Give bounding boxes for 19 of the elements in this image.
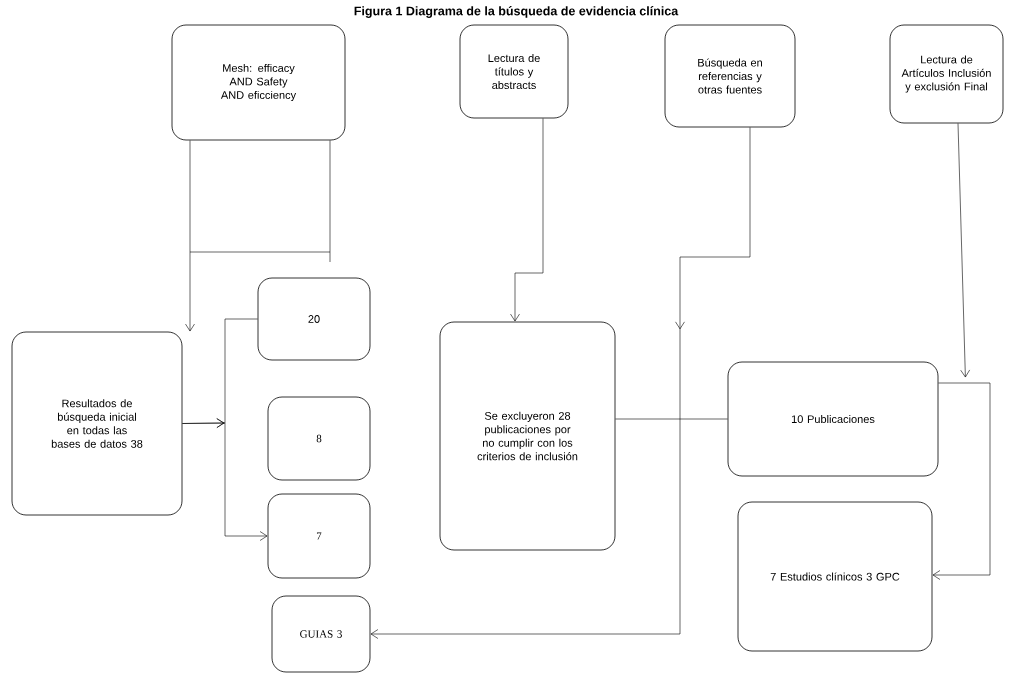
arrow	[370, 127, 751, 639]
process-box: Resultados de búsqueda inicial en todas las bases de datos 38	[11, 331, 183, 516]
process-box: 20	[257, 277, 371, 361]
process-box: Búsqueda en referencias y otras fuentes	[664, 24, 796, 128]
arrow	[182, 418, 268, 541]
arrow	[932, 382, 991, 580]
process-box: Se excluyeron 28 publicaciones por no cumplir con los criterios de inclusión	[439, 321, 616, 551]
process-box: 8	[267, 396, 371, 481]
process-box: Lectura de títulos y abstracts	[459, 24, 569, 119]
process-box: 10 Publicaciones	[727, 361, 939, 477]
process-box: 7	[267, 493, 371, 579]
process-box: Lectura de Artículos Inclusión y exclusión Final	[889, 24, 1004, 124]
process-box: 7 Estudios clínicos 3 GPC	[737, 501, 933, 652]
process-box: GUIAS 3	[271, 595, 371, 673]
process-box: Mesh: efficacy AND Safety AND eficciency	[171, 24, 346, 141]
arrow	[185, 140, 331, 332]
arrow	[510, 118, 544, 322]
arrow	[957, 123, 970, 378]
title: Figura 1 Diagrama de la búsqueda de evidencia clínica	[354, 6, 679, 18]
